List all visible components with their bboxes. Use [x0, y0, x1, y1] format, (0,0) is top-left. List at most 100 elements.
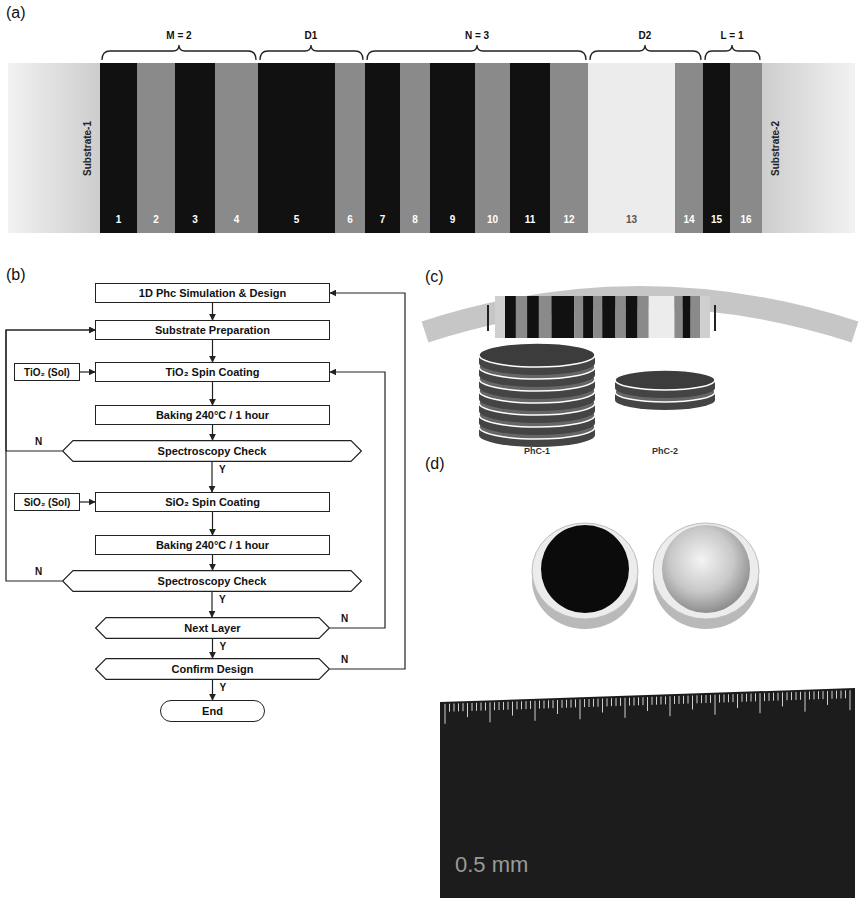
ruler-tick [602, 699, 603, 713]
ruler-tick [764, 693, 765, 701]
brackets [102, 45, 760, 60]
branch-label: N [340, 613, 349, 625]
ruler-tick [445, 704, 446, 724]
mini-layer [649, 296, 675, 338]
hexagon-shape [63, 571, 362, 592]
ruler-tick [827, 691, 828, 705]
ruler-tick [593, 699, 594, 707]
mini-substrate [495, 296, 505, 338]
ruler-tick [463, 703, 464, 711]
annotation: M = 2 [166, 30, 191, 41]
ruler-tick [823, 691, 824, 699]
ruler-tick [535, 701, 536, 721]
ruler-tick [724, 694, 725, 702]
flow-arrow [212, 303, 213, 320]
layer-band: 15 [703, 63, 730, 233]
ruler-tick [769, 693, 770, 701]
hexagon-shape [96, 618, 330, 639]
annotation: D2 [639, 30, 652, 41]
layer-band: 7 [365, 63, 400, 233]
branch-label: N [34, 566, 43, 578]
reflective-disc [662, 525, 750, 613]
box-label: SiO₂ (Sol) [24, 497, 71, 508]
ruler-tick [782, 692, 783, 706]
flow-arrow [212, 512, 213, 535]
ruler-ticks [445, 690, 850, 724]
layer-band: 11 [510, 63, 550, 233]
layer-number: 3 [192, 214, 198, 225]
mini-layer [602, 296, 615, 338]
ruler-tick [553, 700, 554, 708]
ruler-tick [562, 700, 563, 708]
substrate-band: Substrate-2 [762, 63, 855, 233]
box-label: Spectroscopy Check [158, 575, 267, 587]
flow-arrow [212, 680, 213, 700]
decision-hexagon: Spectroscopy Check [62, 570, 362, 592]
ruler-tick [773, 693, 774, 701]
layer-number: 9 [450, 214, 456, 225]
layer-number: 2 [153, 214, 159, 225]
photo-samples [532, 523, 759, 629]
box-label: SiO₂ Spin Coating [165, 496, 260, 508]
flow-arrow [212, 639, 213, 658]
layer-band: 3 [175, 63, 215, 233]
brace [102, 45, 256, 60]
layer-number: 11 [525, 214, 536, 225]
box-label: Confirm Design [172, 663, 254, 675]
ruler-tick [449, 704, 450, 712]
ruler-tick [517, 701, 518, 709]
ruler-tick [661, 697, 662, 705]
mini-layer [593, 296, 602, 338]
process-box: Substrate Preparation [95, 320, 330, 340]
flow-arrow [211, 462, 212, 492]
ruler-tick [674, 696, 675, 704]
photonic-crystal-discs [479, 343, 715, 447]
panel-letter: (a) [6, 4, 26, 22]
layer-band: 6 [335, 63, 365, 233]
panel-letter: (b) [6, 266, 26, 284]
ruler-tick [656, 697, 657, 705]
decision-hexagon: Next Layer [95, 617, 330, 639]
ruler-tick [530, 701, 531, 709]
mini-layer [527, 296, 539, 338]
ruler-tick [548, 700, 549, 708]
brace [705, 45, 760, 60]
layer-number: 14 [683, 214, 694, 225]
substrate-label: Substrate-2 [770, 120, 781, 175]
branch-label: Y [219, 682, 228, 694]
process-box: 1D Phc Simulation & Design [95, 283, 330, 303]
ruler-tick [809, 692, 810, 700]
ruler [440, 688, 855, 898]
layer-band: 1 [100, 63, 137, 233]
ruler-tick [557, 700, 558, 714]
annotation: PhC-1 [524, 446, 550, 456]
branch-label: Y [219, 641, 228, 653]
ruler-tick [611, 698, 612, 706]
ruler-tick [652, 697, 653, 705]
process-box: TiO₂ Spin Coating [95, 362, 330, 382]
flow-arrow [212, 382, 213, 405]
ruler-tick [728, 694, 729, 702]
flow-arrow [6, 330, 95, 451]
ruler-tick [688, 696, 689, 704]
flow-arrow [212, 555, 213, 570]
ruler-tick [742, 694, 743, 702]
ruler-tick [539, 701, 540, 709]
ruler-tick [575, 699, 576, 707]
layer-number: 12 [563, 214, 574, 225]
ruler-tick [544, 701, 545, 709]
ruler-tick [751, 694, 752, 702]
mini-layer [505, 296, 516, 338]
panel-letter: (c) [425, 268, 444, 286]
branch-label: Y [218, 464, 227, 476]
ruler-tick [746, 694, 747, 702]
ruler-tick [697, 695, 698, 703]
flow-arrow [212, 340, 213, 362]
layer-number: 10 [487, 214, 498, 225]
ruler-tick [832, 691, 833, 699]
ruler-tick [719, 695, 720, 703]
text-column: Substrate-2 [768, 143, 782, 154]
box-label: TiO₂ Spin Coating [166, 366, 260, 378]
ruler-tick [476, 703, 477, 711]
ruler-tick [616, 698, 617, 706]
